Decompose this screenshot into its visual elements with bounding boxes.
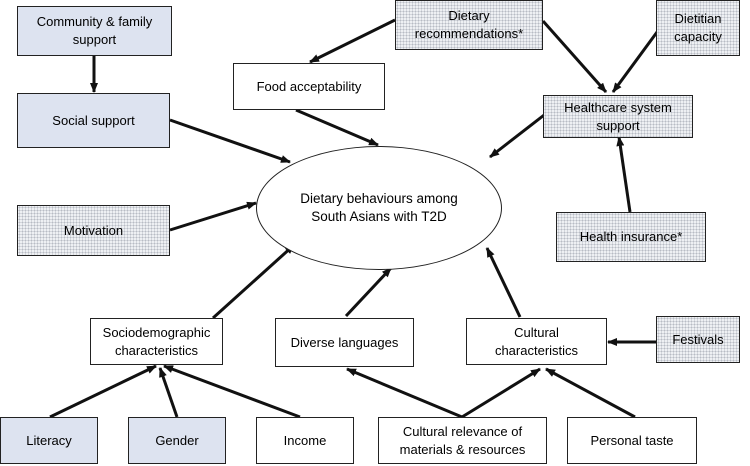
node-dietary-recommendations: Dietary recommendations* bbox=[395, 0, 543, 50]
node-income: Income bbox=[256, 417, 354, 464]
node-personal-taste: Personal taste bbox=[567, 417, 697, 464]
arrow-healthcare-to-center bbox=[489, 110, 549, 159]
node-dietary-behaviours-center: Dietary behaviours among South Asians wi… bbox=[256, 146, 502, 270]
node-social-support: Social support bbox=[17, 93, 170, 148]
arrow-dietaryrec-to-healthcare bbox=[541, 20, 608, 93]
arrow-income-to-sociodemo bbox=[163, 364, 301, 419]
arrow-dietitian-to-healthcare bbox=[611, 27, 662, 93]
arrow-cultural-to-center bbox=[485, 247, 522, 318]
arrow-languages-to-center bbox=[344, 266, 393, 318]
node-community-family-support: Community & family support bbox=[17, 6, 172, 56]
node-gender: Gender bbox=[128, 417, 226, 464]
arrow-motivation-to-center bbox=[169, 201, 257, 232]
arrow-culturalrel-to-languages bbox=[346, 367, 463, 419]
node-sociodemographic-characteristics: Sociodemographic characteristics bbox=[90, 318, 223, 365]
node-festivals: Festivals bbox=[656, 316, 740, 363]
arrow-culturalrel-to-cultural bbox=[461, 367, 541, 419]
arrow-dietaryrec-to-foodaccept bbox=[309, 18, 396, 64]
node-food-acceptability: Food acceptability bbox=[233, 63, 385, 110]
arrow-insurance-to-healthcare bbox=[616, 136, 632, 213]
arrow-taste-to-cultural bbox=[545, 367, 636, 419]
arrow-foodaccept-to-center bbox=[295, 108, 379, 147]
node-cultural-relevance: Cultural relevance of materials & resour… bbox=[378, 417, 547, 464]
node-cultural-characteristics: Cultural characteristics bbox=[466, 318, 607, 365]
node-dietitian-capacity: Dietitian capacity bbox=[656, 0, 740, 56]
node-health-insurance: Health insurance* bbox=[556, 212, 706, 262]
arrow-sociodemo-to-center bbox=[211, 243, 296, 320]
node-diverse-languages: Diverse languages bbox=[275, 318, 414, 367]
node-literacy: Literacy bbox=[0, 417, 98, 464]
arrow-social-to-center bbox=[169, 118, 291, 164]
node-motivation: Motivation bbox=[17, 205, 170, 256]
node-healthcare-system-support: Healthcare system support bbox=[543, 95, 693, 138]
arrow-gender-to-sociodemo bbox=[158, 367, 179, 418]
arrow-literacy-to-sociodemo bbox=[49, 364, 157, 419]
